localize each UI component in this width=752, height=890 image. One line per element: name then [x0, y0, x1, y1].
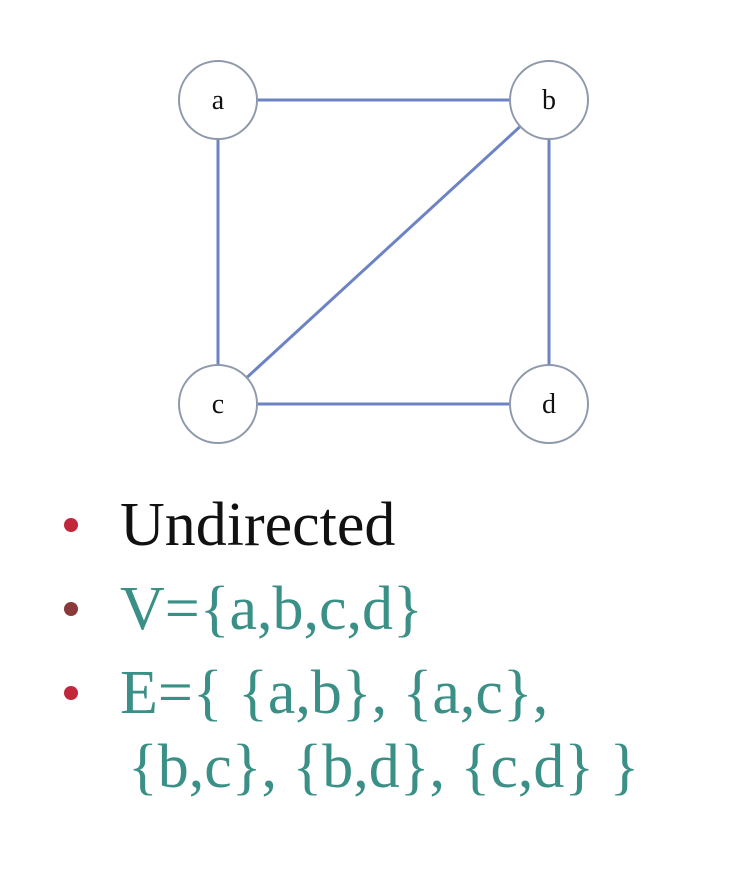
node-circle-b: [509, 60, 589, 140]
edge-b-c: [216, 98, 551, 406]
node-b: b: [509, 60, 589, 140]
node-a: a: [178, 60, 258, 140]
bullet-item-undirected: Undirected: [58, 488, 738, 562]
bullet-dot-icon: [64, 518, 78, 532]
bullet-text-undirected: Undirected: [120, 491, 396, 559]
bullet-text-vertex-set: V={a,b,c,d}: [120, 575, 423, 643]
node-c: c: [178, 364, 258, 444]
node-label-b: b: [542, 85, 556, 116]
bullet-dot-icon: [64, 686, 78, 700]
bullet-item-vertex-set: V={a,b,c,d}: [58, 572, 738, 646]
node-label-d: d: [542, 389, 556, 420]
bullet-list: Undirected V={a,b,c,d} E={ {a,b}, {a,c},…: [58, 488, 738, 804]
node-d: d: [509, 364, 589, 444]
bullet-text-edge-set-line-1: E={ {a,b}, {a,c},: [120, 659, 549, 727]
bullet-dot-icon: [64, 602, 78, 616]
edges-layer: [216, 98, 551, 406]
node-label-a: a: [212, 85, 225, 116]
undirected-graph-diagram: a b c d: [178, 60, 589, 444]
node-circle-d: [509, 364, 589, 444]
nodes-layer: a b c d: [178, 60, 589, 444]
bullet-item-edge-set: E={ {a,b}, {a,c}, {b,c}, {b,d}, {c,d} }: [58, 656, 738, 804]
node-label-c: c: [212, 389, 224, 420]
bullet-text-edge-set-line-2: {b,c}, {b,d}, {c,d} }: [128, 733, 640, 801]
node-circle-c: [178, 364, 258, 444]
node-circle-a: [178, 60, 258, 140]
